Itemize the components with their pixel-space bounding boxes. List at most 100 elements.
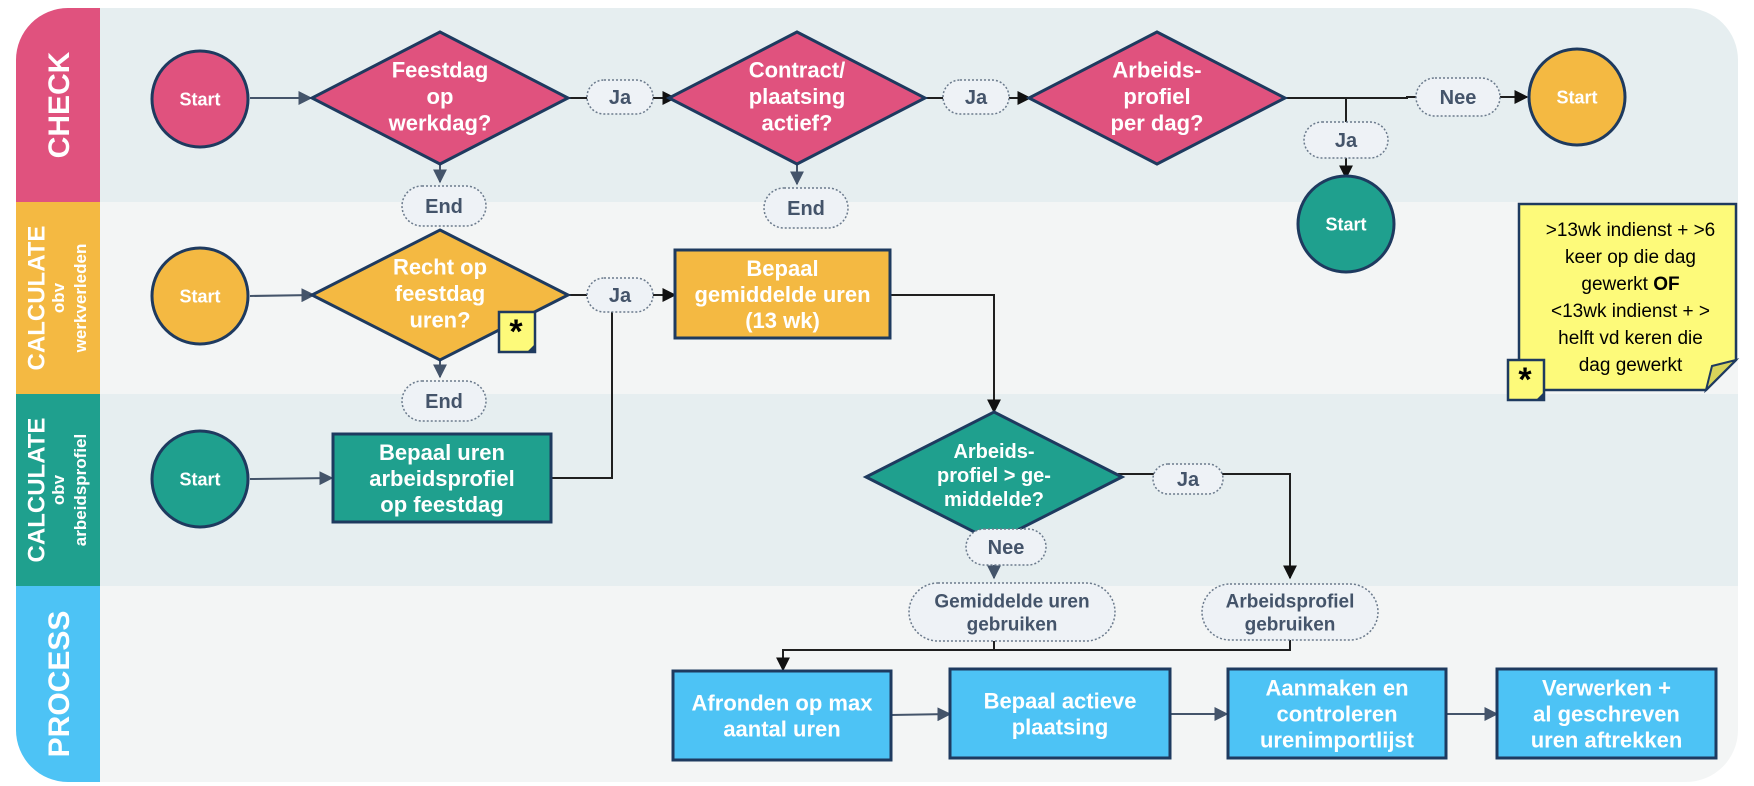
node-label-line: Ja	[1335, 130, 1358, 152]
process-box	[948, 667, 1172, 760]
node-label: Ja	[609, 87, 632, 109]
node-label-line: Start	[1556, 87, 1597, 107]
node-label-line: Arbeids-	[953, 441, 1034, 463]
pill-shape	[586, 277, 654, 313]
node-check-to-teal: Start	[1296, 174, 1396, 274]
pill-shape	[1303, 121, 1389, 159]
node-label-line: Ja	[965, 87, 988, 109]
node-label-line: Arbeids-	[1112, 58, 1201, 83]
node-label: Start	[1325, 214, 1366, 234]
node-label-line: gebruiken	[967, 614, 1058, 635]
node-label-line: Ja	[1177, 469, 1200, 491]
edge-label-ja4: Ja	[586, 277, 654, 313]
node-label: Ja	[1177, 469, 1200, 491]
start-circle	[150, 246, 250, 346]
lane-label-line: werkverleden	[71, 244, 90, 354]
pill-shape	[401, 380, 487, 422]
footnote-run: OF	[1653, 274, 1679, 295]
node-label: Nee	[988, 537, 1025, 559]
edge-label-end3: End	[401, 380, 487, 422]
edges	[249, 90, 1529, 722]
process-box	[671, 669, 893, 762]
marker-asterisk: *	[1518, 361, 1532, 399]
node-label-line: actief?	[762, 110, 833, 135]
node-label-line: op feestdag	[380, 492, 503, 517]
marker-fold	[527, 344, 535, 352]
decision-diamond	[665, 30, 929, 166]
start-circle	[150, 429, 250, 529]
process-box	[331, 432, 553, 524]
marker-asterisk: *	[509, 313, 523, 351]
lane-background-calculate-arbeidsprofiel	[16, 394, 1738, 586]
node-label-line: gebruiken	[1245, 614, 1336, 635]
node-label-line: plaatsing	[1012, 714, 1109, 739]
footnote-line: >13wk indienst + >6	[1546, 220, 1716, 241]
lane-label-line: obv	[49, 474, 68, 505]
node-label-line: al geschreven	[1533, 701, 1680, 726]
node-label-line: Nee	[1440, 87, 1477, 109]
node-calc-wv-start: Start	[150, 246, 250, 346]
node-label-line: End	[425, 196, 463, 218]
lane-label-3: PROCESS	[43, 611, 76, 758]
node-label-line: middelde?	[944, 489, 1044, 511]
footnote: >13wk indienst + >6 keer op die dag gewerk…	[1506, 202, 1740, 402]
footnote-run: helft vd keren die	[1558, 328, 1703, 349]
footnote-marker: *	[497, 310, 537, 354]
footnote-line: gewerkt OF	[1581, 274, 1679, 295]
node-label-line: (13 wk)	[745, 308, 820, 333]
footnote-marker-recht: *	[497, 310, 537, 354]
node-label: End	[787, 198, 825, 220]
edge-start-to-recht	[249, 288, 316, 303]
node-label: Start	[179, 89, 220, 109]
pill-shape	[942, 79, 1010, 115]
node-label-line: aantal uren	[723, 716, 840, 741]
node-label-line: werkdag?	[388, 110, 492, 135]
node-label-line: arbeidsprofiel	[369, 466, 514, 491]
edge-gemiddelde-to-ap-vs-gem	[890, 294, 1001, 414]
node-label-line: Recht op	[393, 255, 487, 280]
edge-label-end2: End	[763, 187, 849, 229]
footnote-line: <13wk indienst + >	[1551, 301, 1710, 322]
edge-label-ja5: Ja	[1152, 463, 1224, 495]
edge-gem-gebruiken-to-afronden	[776, 636, 995, 672]
node-label-line: Arbeidsprofiel	[1226, 591, 1355, 612]
node-label-line: gemiddelde uren	[694, 282, 870, 307]
node-calc-ap-start: Start	[150, 429, 250, 529]
node-label: Ja	[609, 285, 632, 307]
lane-label-line: CHECK	[43, 51, 76, 158]
lane-header-calculate-werkverleden	[16, 202, 100, 394]
lane-header-check	[16, 8, 100, 202]
pill-shape	[763, 187, 849, 229]
edge-label-nee2: Nee	[965, 528, 1047, 566]
start-circle	[1296, 174, 1396, 274]
decision-diamond	[308, 30, 572, 166]
footnote-run: keer op die dag	[1565, 247, 1696, 268]
edge-label-ja2: Ja	[942, 79, 1010, 115]
pill-shape	[908, 582, 1116, 642]
node-label: Start	[179, 469, 220, 489]
footnote-text: >13wk indienst + >6 keer op die dag gewerk…	[1546, 220, 1716, 376]
node-label-line: Ja	[609, 87, 632, 109]
edge-label-ja3: Ja	[1303, 121, 1389, 159]
lane-label-line: CALCULATE	[24, 226, 51, 371]
pill-shape	[586, 79, 654, 115]
node-label: Nee	[1440, 87, 1477, 109]
